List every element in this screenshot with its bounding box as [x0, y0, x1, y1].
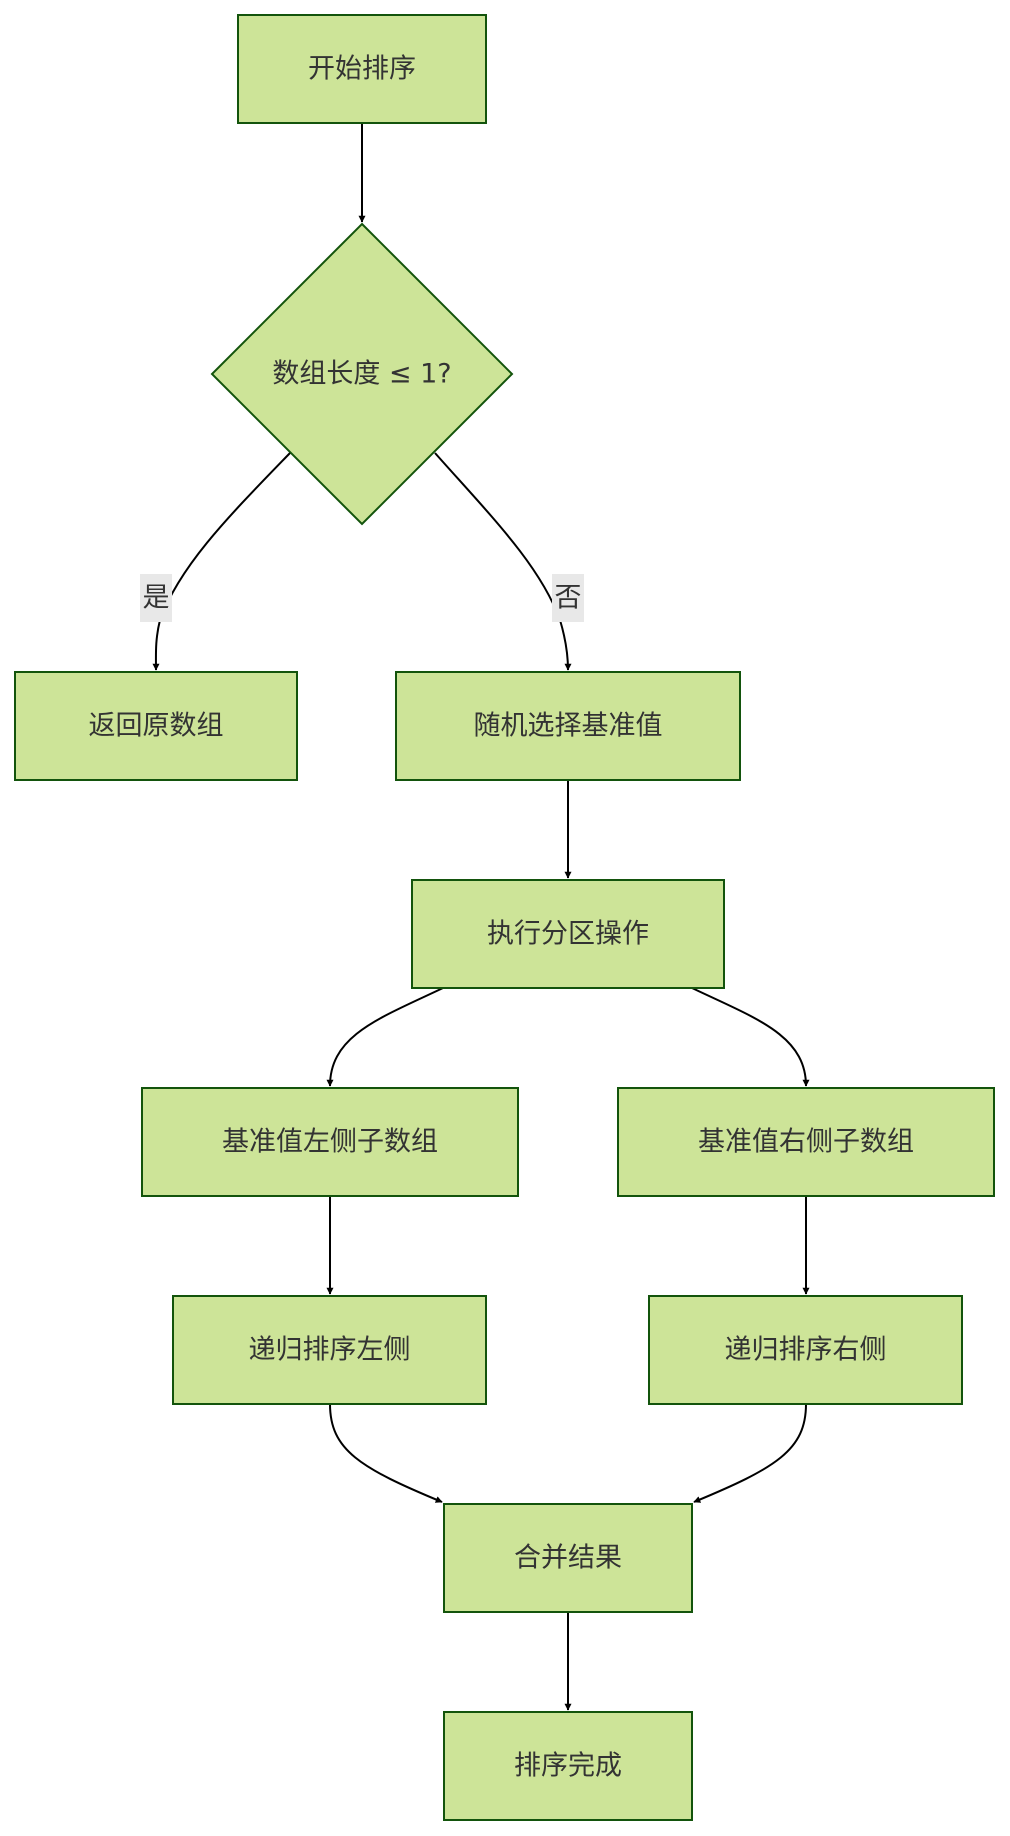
node-label: 基准值左侧子数组 [222, 1127, 438, 1158]
node-recRight: 递归排序右侧 [648, 1295, 963, 1405]
node-label: 基准值右侧子数组 [698, 1127, 914, 1158]
edge-partition-left [326, 987, 444, 1087]
node-label: 递归排序左侧 [249, 1335, 411, 1366]
node-start: 开始排序 [237, 14, 487, 124]
process-box [443, 1711, 693, 1821]
node-label: 递归排序右侧 [725, 1335, 887, 1366]
edge-check-return [152, 452, 291, 671]
edge-label-background [140, 574, 172, 622]
decision-diamond [210, 222, 514, 526]
edge-label-text: 是 [143, 583, 170, 614]
node-label: 随机选择基准值 [474, 711, 663, 742]
process-box [14, 671, 298, 781]
process-box [141, 1087, 519, 1197]
node-label: 排序完成 [514, 1751, 622, 1782]
edge-partition-right [691, 987, 810, 1087]
node-left: 基准值左侧子数组 [141, 1087, 519, 1197]
node-recLeft: 递归排序左侧 [172, 1295, 487, 1405]
node-label: 执行分区操作 [487, 919, 649, 950]
edge-recRight-merge [693, 1403, 807, 1503]
node-label: 合并结果 [514, 1543, 622, 1574]
process-box [237, 14, 487, 124]
edge-label-text: 否 [555, 583, 582, 614]
process-box [411, 879, 725, 989]
node-partition: 执行分区操作 [411, 879, 725, 989]
edge-label-background [552, 574, 584, 622]
node-check: 数组长度 ≤ 1? [210, 222, 514, 526]
node-label: 开始排序 [308, 54, 416, 85]
edge-label-check-return: 是 [140, 574, 172, 622]
edge-label-check-pivot: 否 [552, 574, 584, 622]
node-label: 返回原数组 [89, 711, 224, 742]
process-box [395, 671, 741, 781]
node-pivot: 随机选择基准值 [395, 671, 741, 781]
process-box [172, 1295, 487, 1405]
node-done: 排序完成 [443, 1711, 693, 1821]
process-box [617, 1087, 995, 1197]
process-box [443, 1503, 693, 1613]
edge-recLeft-merge [329, 1403, 443, 1503]
node-merge: 合并结果 [443, 1503, 693, 1613]
process-box [648, 1295, 963, 1405]
node-return: 返回原数组 [14, 671, 298, 781]
edge-check-pivot [434, 452, 572, 671]
node-label: 数组长度 ≤ 1? [272, 359, 451, 390]
node-right: 基准值右侧子数组 [617, 1087, 995, 1197]
